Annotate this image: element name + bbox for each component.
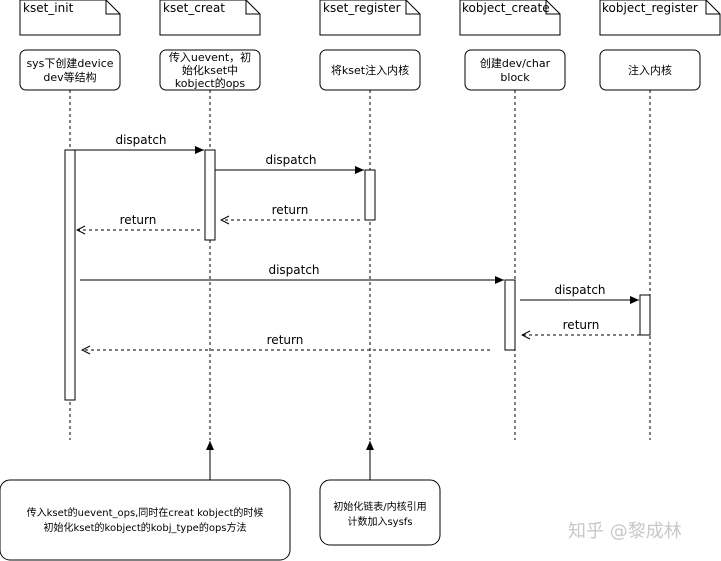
message-dispatch-4: dispatch	[520, 283, 639, 304]
callout-line: 初始化kset的kobject的kobj_type的ops方法	[43, 521, 246, 534]
message-return-2: return	[77, 213, 200, 230]
activation-bar-kset-creat	[204, 149, 216, 241]
callout-line: 传入kset的uevent_ops,同时在creat kobject的时候	[27, 506, 264, 519]
participant-note-kset-init: kset_init	[19, 0, 121, 36]
message-label: return	[563, 318, 600, 332]
participant-note-kset-creat: kset_creat	[159, 0, 261, 36]
participant-box-line: sys下创建device	[26, 56, 113, 70]
callout-arrows	[206, 441, 374, 480]
participant-box-line: 注入内核	[628, 63, 672, 77]
participant-box-kobject-register: 注入内核	[599, 49, 701, 91]
participant-box-line: 传入uevent，初	[169, 50, 251, 64]
message-dispatch-3: dispatch	[80, 263, 504, 284]
participant-title: kset_register	[323, 1, 401, 15]
message-return-4: return	[82, 333, 490, 350]
message-label: dispatch	[554, 283, 605, 297]
participant-box-kset-register: 将kset注入内核	[319, 49, 421, 91]
participant-title: kobject_create	[462, 1, 550, 15]
activation-bar-kset-init	[64, 149, 76, 401]
activation-bar-kobject-register	[639, 294, 651, 336]
message-label: return	[267, 333, 304, 347]
participant-box-line: kobject的ops	[175, 76, 246, 90]
participant-title: kobject_register	[602, 1, 698, 15]
callout-box-2: 初始化链表/内核引用 计数加入sysfs	[319, 479, 441, 546]
activation-bar-kobject-create	[504, 279, 516, 351]
message-label: dispatch	[265, 153, 316, 167]
participant-title-notes: kset_init kset_creat kset_register kobje…	[19, 0, 721, 36]
watermark-text: 知乎 @黎成林	[568, 521, 682, 542]
callout-line: 初始化链表/内核引用	[333, 500, 426, 513]
participant-note-kobject-create: kobject_create	[459, 0, 561, 36]
participant-box-line: 将kset注入内核	[331, 63, 409, 77]
participant-note-kset-register: kset_register	[319, 0, 421, 36]
message-dispatch-1: dispatch	[75, 133, 204, 154]
participant-box-line: block	[500, 71, 530, 84]
message-label: dispatch	[268, 263, 319, 277]
messages: dispatch dispatch return return dispatch…	[75, 133, 640, 350]
participant-boxes: sys下创建device dev等结构 传入uevent，初 始化kset中 k…	[19, 49, 701, 91]
participant-box-kset-init: sys下创建device dev等结构	[19, 49, 121, 91]
participant-title: kset_init	[23, 1, 74, 15]
participant-box-kset-creat: 传入uevent，初 始化kset中 kobject的ops	[159, 49, 261, 91]
message-label: return	[120, 213, 157, 227]
message-label: dispatch	[115, 133, 166, 147]
activation-bar-kset-register	[364, 169, 376, 221]
participant-note-kobject-register: kobject_register	[599, 0, 721, 36]
activation-bars	[64, 149, 651, 401]
callout-box-1: 传入kset的uevent_ops,同时在creat kobject的时候 初始…	[0, 479, 291, 561]
message-label: return	[272, 203, 309, 217]
message-dispatch-2: dispatch	[215, 153, 364, 174]
message-return-3: return	[522, 318, 640, 335]
message-return-1: return	[221, 203, 360, 220]
participant-box-line: 创建dev/char	[480, 56, 551, 70]
participant-box-line: 始化kset中	[182, 63, 238, 77]
callout-line: 计数加入sysfs	[347, 515, 412, 528]
participant-box-line: dev等结构	[43, 70, 96, 84]
participant-box-kobject-create: 创建dev/char block	[464, 49, 566, 91]
participant-title: kset_creat	[163, 1, 225, 15]
